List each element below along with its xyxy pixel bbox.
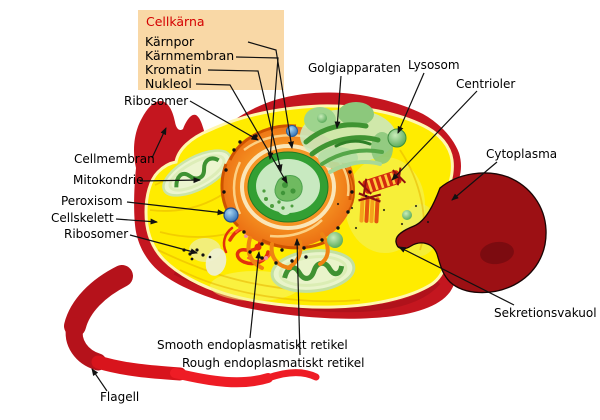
label-golgiapparaten: Golgiapparaten xyxy=(308,61,401,75)
line-lysosom xyxy=(397,72,425,134)
label-sekretionsvakuol: Sekretionsvakuol xyxy=(494,306,597,320)
label-peroxisom: Peroxisom xyxy=(61,194,123,208)
line-ribosomer-lower xyxy=(129,234,198,255)
line-sekretionsvakuol xyxy=(398,246,515,306)
line-cellskelett xyxy=(115,218,158,225)
vesicle-green-3 xyxy=(317,113,327,123)
line-karnmembran xyxy=(235,56,279,160)
label-lysosom: Lysosom xyxy=(408,58,460,72)
line-smooth-er xyxy=(249,251,262,339)
label-cellmembran: Cellmembran xyxy=(74,152,155,166)
legend-item-kromatin: Kromatin xyxy=(145,62,202,77)
flagellum xyxy=(64,265,320,388)
line-nukleol xyxy=(195,83,288,184)
label-centrioler: Centrioler xyxy=(456,77,516,91)
label-lines xyxy=(91,41,515,392)
label-smooth-er: Smooth endoplasmatiskt retikel xyxy=(157,338,348,352)
label-ribosomer-top: Ribosomer xyxy=(124,94,189,108)
vesicle-pale xyxy=(205,248,227,276)
label-ribosomer-lower: Ribosomer xyxy=(64,227,129,241)
rough-er-tendrils xyxy=(246,232,330,270)
line-peroxisom xyxy=(126,201,225,216)
line-rough-er xyxy=(294,238,301,356)
line-flagell xyxy=(91,368,108,392)
line-karnpor xyxy=(247,41,294,149)
line-mitokondrie xyxy=(139,177,201,184)
label-cellskelett: Cellskelett xyxy=(51,211,114,225)
chromatin xyxy=(262,189,294,210)
line-cellmembran xyxy=(151,127,167,159)
line-centrioler xyxy=(391,90,478,181)
legend-item-karnpor: Kärnpor xyxy=(145,34,195,49)
lysosome xyxy=(387,128,407,148)
line-kromatin xyxy=(207,69,283,172)
line-golgi xyxy=(334,75,342,129)
legend-item-karnmembran: Kärnmembran xyxy=(145,48,235,63)
label-flagell: Flagell xyxy=(100,390,140,404)
line-cytoplasma xyxy=(451,161,498,201)
legend-item-nukleol: Nukleol xyxy=(145,76,192,91)
label-cytoplasma: Cytoplasma xyxy=(486,147,558,161)
label-mitokondrie: Mitokondrie xyxy=(73,173,144,187)
line-ribosomer-top xyxy=(189,100,259,141)
peroxisome xyxy=(223,207,239,223)
label-rough-er: Rough endoplasmatiskt retikel xyxy=(182,356,365,370)
ribosome-dots-er xyxy=(222,134,354,265)
vesicle-green-2 xyxy=(402,210,412,220)
legend-title-cellkarna: Cellkärna xyxy=(146,14,205,29)
nucleolus xyxy=(274,175,303,202)
vesicle-green-1 xyxy=(327,232,343,248)
secretion-vacuole xyxy=(395,172,547,294)
